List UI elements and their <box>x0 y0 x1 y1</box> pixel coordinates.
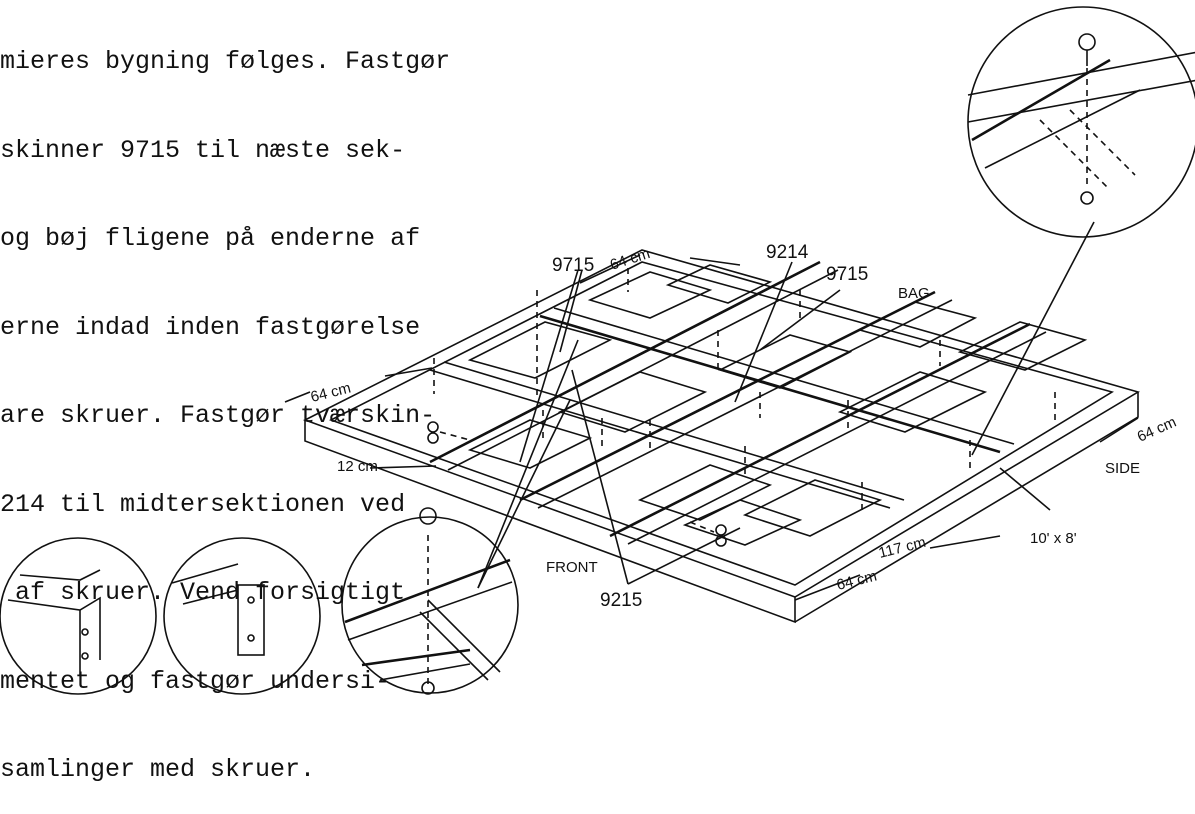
dim-label-12: 12 cm <box>337 458 378 475</box>
frame-inner-edge <box>328 261 1114 586</box>
label-side: SIDE <box>1105 460 1140 477</box>
screw-icon <box>427 421 471 444</box>
detail-circle-bent-flange <box>0 537 157 695</box>
label-bag: BAG <box>898 285 930 302</box>
label-front: FRONT <box>546 559 598 576</box>
cross-rail-9715 <box>447 269 839 471</box>
frame-side-face <box>794 392 1139 623</box>
panel-cell <box>957 321 1088 371</box>
part-label-9715-right: 9715 <box>826 264 868 285</box>
screw-icon <box>419 507 437 525</box>
instruction-line: erne indad inden fastgørelse <box>0 312 421 342</box>
frame-front-face <box>304 420 796 624</box>
instruction-text: mieres bygning følges. Fastgør skinner 9… <box>0 0 520 814</box>
screw-icon <box>689 521 727 547</box>
instruction-line: mentet og fastgør undersi- <box>0 666 391 696</box>
dimension-lines <box>284 254 1139 601</box>
detail-circle-joint-bottom <box>341 507 519 695</box>
floor-frame-diagram: 9715 64 cm 9214 9715 BAG 64 cm 64 cm SID… <box>0 6 1195 695</box>
part-label-9215: 9215 <box>600 590 642 611</box>
detail-circle-joint-top <box>967 6 1195 238</box>
part-label-9715: 9715 <box>552 255 594 276</box>
panel-cell <box>665 264 773 304</box>
cross-rail-9715b <box>609 322 1031 538</box>
screw-icon <box>1078 33 1096 51</box>
part-label-9214: 9214 <box>766 242 809 263</box>
panel-cell <box>857 301 978 348</box>
panel-cell <box>742 479 883 537</box>
base-frame <box>302 249 1140 624</box>
instruction-line: 214 til midtersektionen ved <box>0 489 406 519</box>
panel-cell <box>557 371 708 433</box>
nut-icon <box>421 681 435 695</box>
instruction-line: og bøj fligene på enderne af <box>0 224 421 253</box>
instruction-line: af skruer. Vend forsigtigt <box>0 578 406 607</box>
rail-line <box>553 307 1015 445</box>
rail-line <box>429 369 891 509</box>
panel-cell <box>467 321 613 379</box>
nut-icon <box>1080 191 1094 205</box>
instruction-line: are skruer. Fastgør tværskin- <box>0 401 436 430</box>
rail-line <box>539 314 1001 454</box>
label-size: 10' x 8' <box>1030 530 1077 547</box>
panel-cell <box>587 271 713 319</box>
cross-rail-9715 <box>429 260 821 464</box>
rail-line <box>443 361 905 501</box>
instruction-line: samlinger med skruer. <box>0 755 316 784</box>
panel-cell <box>637 464 773 521</box>
leader-lines <box>477 221 1095 589</box>
panel-cell <box>837 371 988 433</box>
instruction-line: mieres bygning følges. Fastgør <box>0 47 451 76</box>
dim-label-64-bottom: 64 cm <box>835 568 879 594</box>
detail-circle-rail-end <box>163 537 321 695</box>
cross-rail-9214 <box>537 299 953 509</box>
dim-label-64-left: 64 cm <box>309 380 353 406</box>
instruction-line: skinner 9715 til næste sek- <box>0 135 406 165</box>
dim-label-64-right: 64 cm <box>1135 414 1179 446</box>
dim-label-64-top: 64 cm <box>608 245 652 274</box>
panel-cell <box>717 334 853 389</box>
cross-rail-9715b <box>627 331 1047 545</box>
